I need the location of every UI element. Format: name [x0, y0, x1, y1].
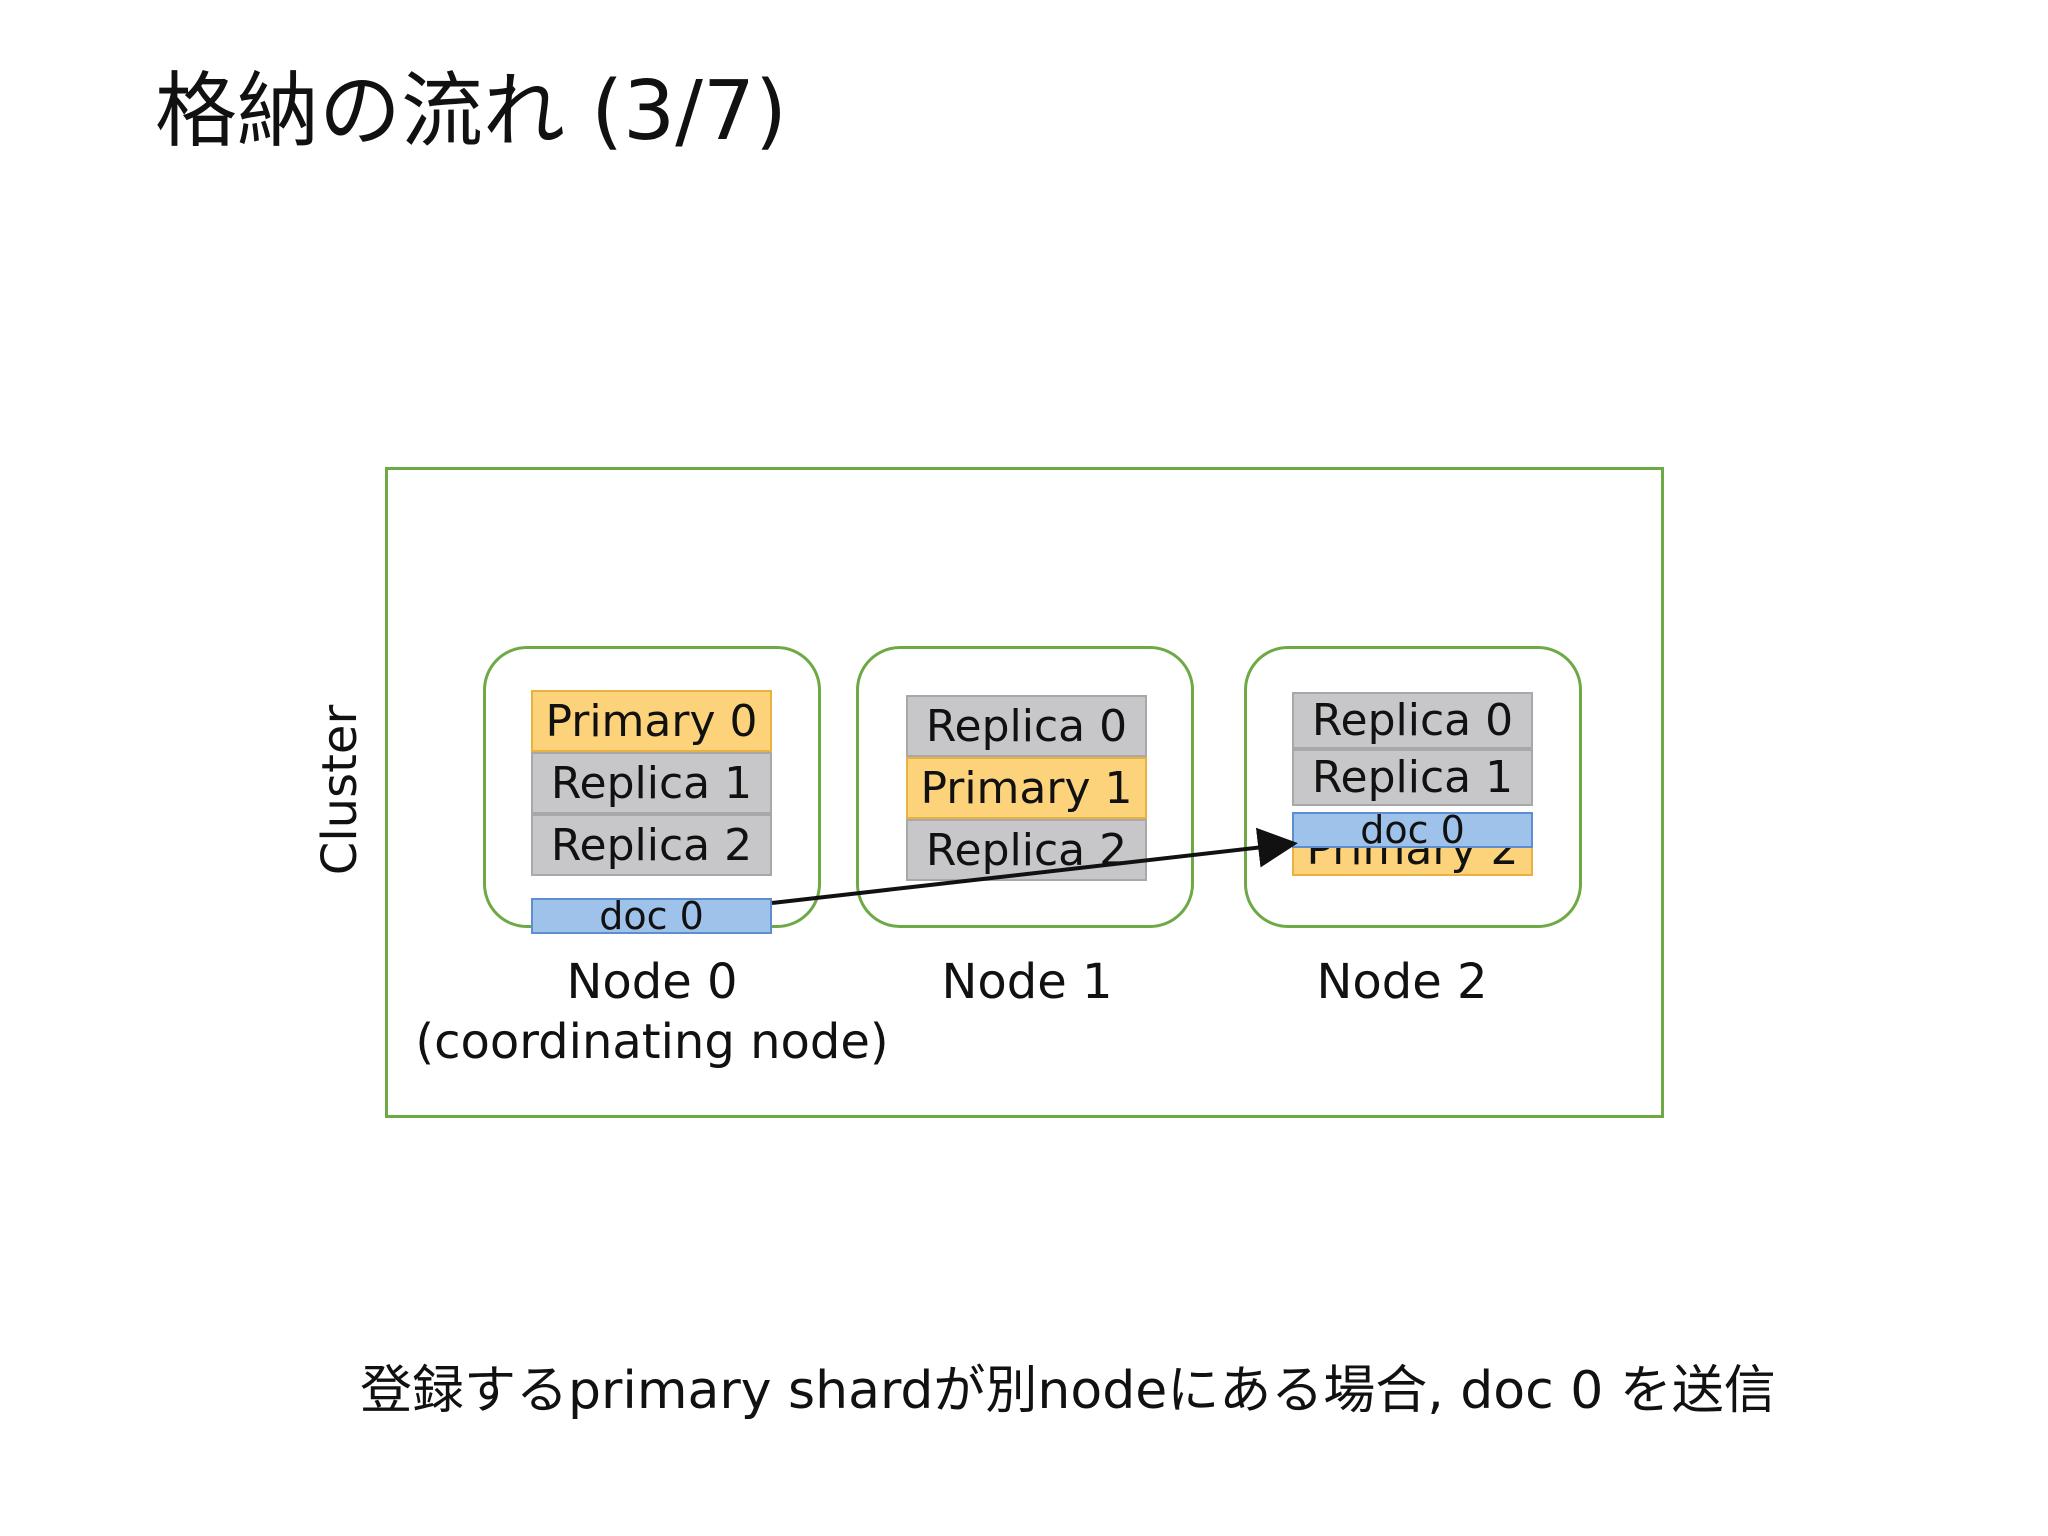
slide-title: 格納の流れ (3/7)	[155, 64, 788, 159]
node-2-shard-replica-1: Replica 1	[1292, 749, 1533, 806]
node-2-label: Node 2	[1316, 954, 1488, 1010]
node-1-shard-replica-2: Replica 2	[906, 819, 1147, 881]
node-1-label: Node 1	[941, 954, 1113, 1010]
cluster-box	[385, 467, 1664, 1118]
node-1-box	[856, 646, 1194, 928]
node-0-sublabel: (coordinating node)	[415, 1014, 889, 1070]
node-1-shard-replica-0: Replica 0	[906, 695, 1147, 757]
doc-0-target: doc 0	[1292, 812, 1533, 848]
node-2-box	[1244, 646, 1582, 928]
node-0-shard-replica-2: Replica 2	[531, 814, 772, 876]
slide-caption: 登録するprimary shardが別nodeにある場合, doc 0 を送信	[360, 1361, 1776, 1421]
node-2-shard-replica-0: Replica 0	[1292, 692, 1533, 749]
node-0-shard-primary-0: Primary 0	[531, 690, 772, 752]
node-1-shard-primary-1: Primary 1	[906, 757, 1147, 819]
node-0-shard-replica-1: Replica 1	[531, 752, 772, 814]
doc-0-source: doc 0	[531, 898, 772, 934]
node-0-label: Node 0	[566, 954, 738, 1010]
cluster-label: Cluster	[312, 704, 368, 876]
